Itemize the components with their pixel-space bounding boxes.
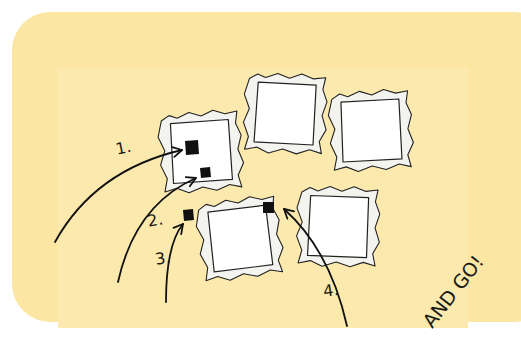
callout-number: 4. xyxy=(322,280,340,301)
paper-tile xyxy=(194,194,286,283)
game-piece xyxy=(200,167,211,178)
callout-number: 3. xyxy=(154,248,172,269)
move-arrow xyxy=(55,150,182,242)
callout-number: 2. xyxy=(146,209,164,230)
inner-panel xyxy=(58,68,468,328)
game-piece xyxy=(183,209,194,221)
move-arrow xyxy=(284,209,347,326)
paper-tile xyxy=(240,70,329,157)
paper-tile xyxy=(294,184,382,269)
paper-tile xyxy=(328,89,415,173)
game-piece xyxy=(185,140,199,155)
paper-tile xyxy=(157,109,245,194)
game-piece xyxy=(263,202,274,213)
move-arrow xyxy=(118,178,196,282)
